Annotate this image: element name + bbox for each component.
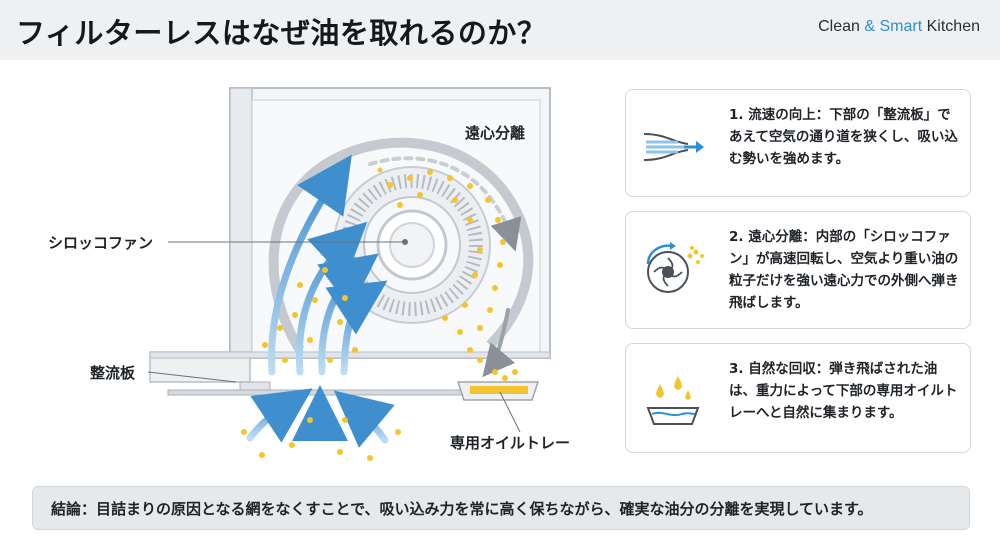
step-card-1: 1. 流速の向上：下部の「整流板」であえて空気の通り道を狭くし、吸い込む勢いを強… <box>625 89 971 197</box>
label-oil-tray: 専用オイルトレー <box>450 434 571 452</box>
brand-amp: & <box>864 18 876 35</box>
page-title: フィルターレスはなぜ油を取れるのか？ <box>16 16 547 50</box>
swirl-arrows <box>368 156 522 378</box>
rectifier-plate <box>167 381 469 396</box>
step-card-3-text: 3. 自然な回収：弾き飛ばされた油は、重力によって下部の専用オイルトレーへと自然… <box>729 361 958 421</box>
conclusion-text: 結論：目詰まりの原因となる網をなくすことで、吸い込み力を常に高く保ちながら、確実… <box>51 500 873 518</box>
brand-kitchen: Kitchen <box>926 18 980 35</box>
brand-clean: Clean <box>818 18 860 35</box>
step-card-1-text: 1. 流速の向上：下部の「整流板」であえて空気の通り道を狭くし、吸い込む勢いを強… <box>729 107 958 167</box>
step-card-2-text: 2. 遠心分離：内部の「シロッコファン」が高速回転し、空気より重い油の粒子だけを… <box>729 229 959 311</box>
label-centrifugal: 遠心分離 <box>465 124 526 142</box>
label-rectifier: 整流板 <box>90 364 136 382</box>
brand-logo: Clean & Smart Kitchen <box>818 18 980 36</box>
oil-drops-icon <box>638 366 708 436</box>
label-sirocco-fan: シロッコファン <box>48 234 154 252</box>
header: フィルターレスはなぜ油を取れるのか？ Clean & Smart Kitchen <box>0 0 1000 60</box>
oil-particles <box>241 167 518 461</box>
airflow-arrows <box>246 154 395 452</box>
spinning-fan-icon <box>638 234 708 304</box>
narrowing-airflow-icon <box>638 112 708 182</box>
step-card-3: 3. 自然な回収：弾き飛ばされた油は、重力によって下部の専用オイルトレーへと自然… <box>625 343 971 453</box>
oil-tray <box>456 381 540 401</box>
conclusion-box: 結論：目詰まりの原因となる網をなくすことで、吸い込み力を常に高く保ちながら、確実… <box>32 486 970 530</box>
leader-lines <box>147 239 521 433</box>
range-hood-illustration <box>147 87 551 461</box>
range-hood-diagram: 遠心分離 シロッコファン 整流板 専用オイルトレー <box>0 60 610 480</box>
sirocco-fan <box>333 166 491 324</box>
step-card-2: 2. 遠心分離：内部の「シロッコファン」が高速回転し、空気より重い油の粒子だけを… <box>625 211 971 329</box>
scroll-casing <box>268 137 534 353</box>
brand-smart: Smart <box>879 18 923 35</box>
